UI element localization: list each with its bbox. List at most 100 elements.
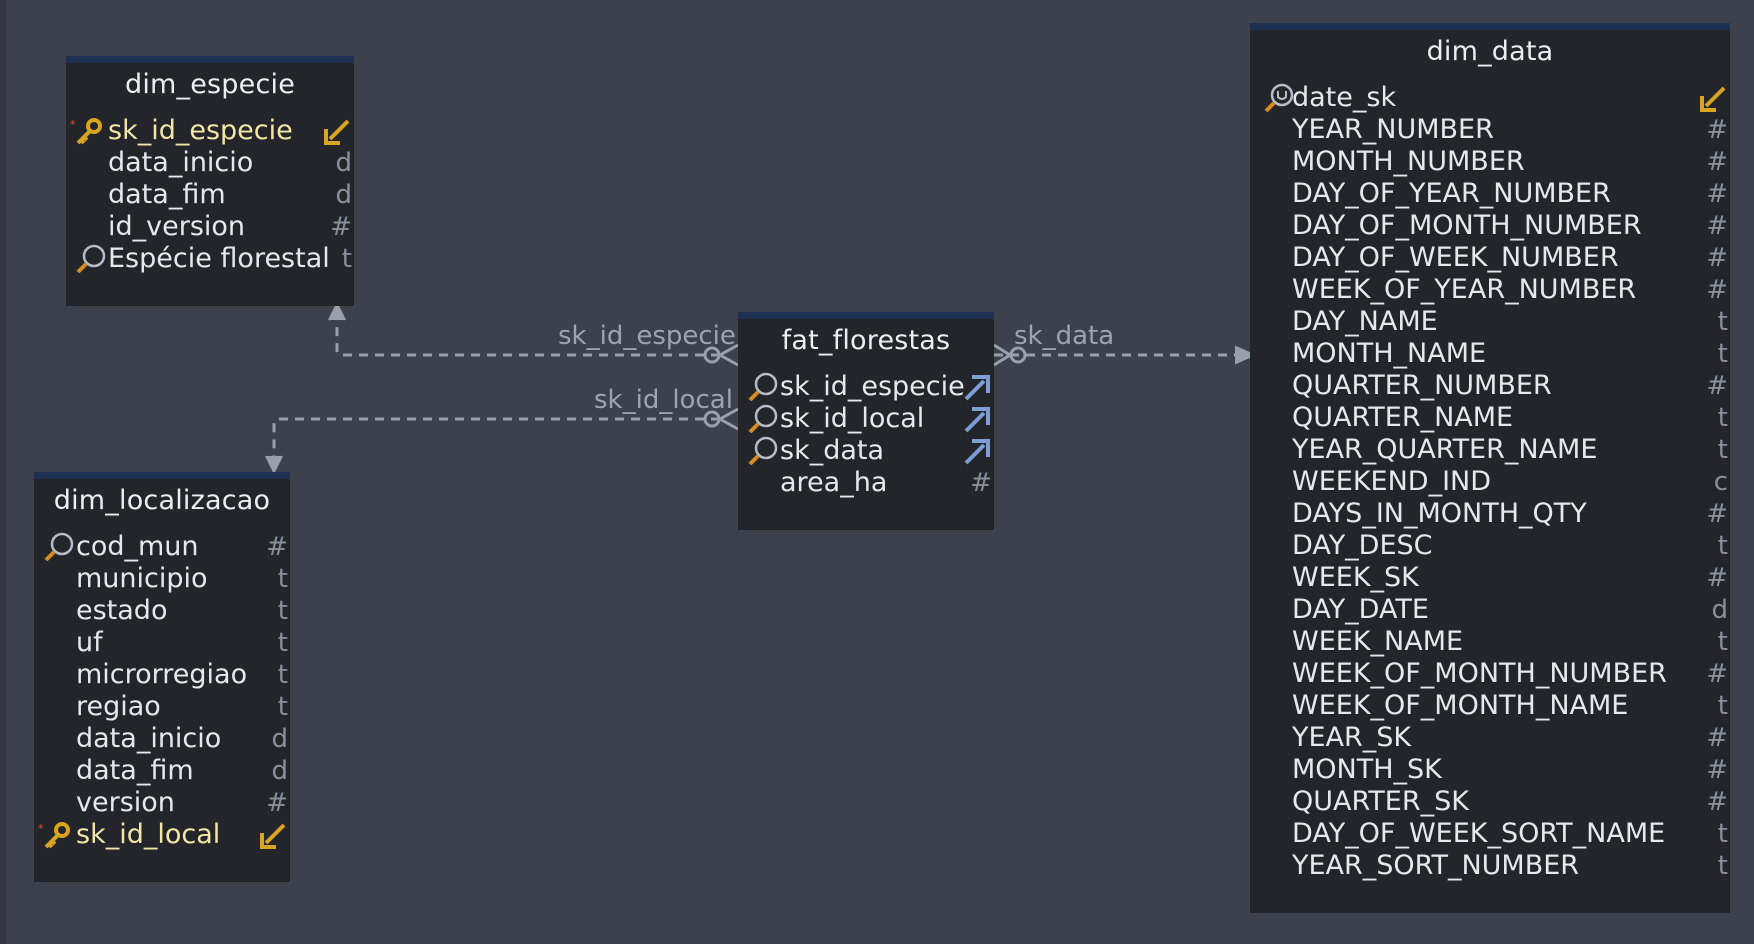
column-row[interactable]: municipio t (34, 563, 290, 595)
table-fat-florestas[interactable]: fat_florestas sk_id_especie sk_id_local (738, 312, 994, 530)
column-list: date_sk YEAR_NUMBER#MONTH_NUMBER#DAY_OF_… (1250, 74, 1730, 882)
column-row[interactable]: data_inicio d (66, 147, 354, 179)
column-row[interactable]: uf t (34, 627, 290, 659)
table-dim-especie[interactable]: dim_especie * sk_id_especie data_inicio … (66, 56, 354, 306)
column-type: d (1711, 595, 1728, 625)
column-type: # (1706, 147, 1728, 177)
column-type: # (330, 212, 352, 242)
column-row[interactable]: DAYS_IN_MONTH_QTY# (1250, 498, 1730, 530)
column-row[interactable]: data_fim d (66, 179, 354, 211)
relationship-sk-id-local[interactable]: sk_id_local (265, 385, 739, 475)
column-name: WEEK_SK (1292, 562, 1419, 593)
column-row[interactable]: sk_id_especie (738, 371, 994, 403)
column-type: # (1706, 275, 1728, 305)
column-name: WEEK_OF_MONTH_NAME (1292, 690, 1629, 721)
column-type: t (1717, 691, 1728, 721)
column-name: area_ha (780, 467, 888, 498)
column-type: # (1706, 371, 1728, 401)
column-row[interactable]: microrregiao t (34, 659, 290, 691)
column-row[interactable]: DAY_OF_MONTH_NUMBER# (1250, 210, 1730, 242)
column-row[interactable]: version # (34, 787, 290, 819)
index-icon (40, 531, 80, 563)
column-row[interactable]: estado t (34, 595, 290, 627)
svg-text:*: * (38, 822, 44, 835)
foreign-key-target-icon (258, 819, 288, 851)
column-row[interactable]: YEAR_NUMBER# (1250, 114, 1730, 146)
column-type: # (1706, 659, 1728, 689)
column-row[interactable]: * sk_id_local (34, 819, 290, 851)
column-row[interactable]: WEEK_SK# (1250, 562, 1730, 594)
table-dim-localizacao[interactable]: dim_localizacao cod_mun # municipio t es… (34, 472, 290, 882)
column-type: t (277, 692, 288, 722)
column-name: YEAR_SK (1292, 722, 1412, 753)
column-row[interactable]: MONTH_SK # (1250, 754, 1730, 786)
column-type: t (1717, 403, 1728, 433)
column-name: sk_id_especie (780, 371, 965, 402)
column-type: t (1717, 435, 1728, 465)
column-row[interactable]: DAY_OF_WEEK_NUMBER# (1250, 242, 1730, 274)
column-type: # (1706, 755, 1728, 785)
column-name: regiao (76, 691, 161, 722)
column-name: YEAR_QUARTER_NAME (1292, 434, 1598, 465)
column-name: WEEKEND_IND (1292, 466, 1492, 497)
column-type: # (970, 468, 992, 498)
column-type: d (335, 148, 352, 178)
column-list: cod_mun # municipio t estado t uf t micr… (34, 523, 290, 851)
column-row[interactable]: QUARTER_SK# (1250, 786, 1730, 818)
column-name: estado (76, 595, 168, 626)
column-row[interactable]: WEEK_OF_YEAR_NUMBER # (1250, 274, 1730, 306)
column-name: Espécie florestal (108, 243, 330, 274)
unique-key-icon (1260, 82, 1300, 114)
link-label-sk-id-especie: sk_id_especie (558, 321, 736, 351)
column-row[interactable]: Espécie florestal t (66, 243, 354, 275)
column-name: WEEK_OF_YEAR_NUMBER (1292, 274, 1637, 305)
column-name: MONTH_SK (1292, 754, 1442, 785)
link-label-sk-data: sk_data (1014, 321, 1114, 351)
column-row[interactable]: MONTH_NUMBER# (1250, 146, 1730, 178)
foreign-key-index-icon (744, 435, 784, 467)
column-row[interactable]: DAY_OF_YEAR_NUMBER# (1250, 178, 1730, 210)
column-name: DAY_OF_MONTH_NUMBER (1292, 210, 1642, 241)
column-name: QUARTER_NAME (1292, 402, 1514, 433)
column-name: DAY_OF_WEEK_NUMBER (1292, 242, 1619, 273)
column-type: # (266, 532, 288, 562)
column-row[interactable]: regiao t (34, 691, 290, 723)
column-name: data_fim (76, 755, 194, 786)
relationship-sk-id-especie[interactable]: sk_id_especie (328, 301, 739, 367)
column-type: t (277, 564, 288, 594)
column-name: WEEK_NAME (1292, 626, 1464, 657)
column-row[interactable]: QUARTER_NAME t (1250, 402, 1730, 434)
column-row[interactable]: id_version # (66, 211, 354, 243)
column-row[interactable]: YEAR_QUARTER_NAME t (1250, 434, 1730, 466)
column-row[interactable]: date_sk (1250, 82, 1730, 114)
column-row[interactable]: YEAR_SK# (1250, 722, 1730, 754)
column-type: d (271, 724, 288, 754)
index-icon (72, 243, 112, 275)
table-dim-data[interactable]: dim_data date_sk YEAR_NUMBER#MONTH_NUMBE… (1250, 23, 1730, 913)
column-row[interactable]: * sk_id_especie (66, 115, 354, 147)
column-row[interactable]: cod_mun # (34, 531, 290, 563)
column-row[interactable]: data_inicio d (34, 723, 290, 755)
link-label-sk-id-local: sk_id_local (594, 385, 733, 415)
column-row[interactable]: data_fim d (34, 755, 290, 787)
column-type: # (1706, 499, 1728, 529)
column-row[interactable]: area_ha # (738, 467, 994, 499)
column-row[interactable]: QUARTER_NUMBER# (1250, 370, 1730, 402)
column-name: microrregiao (76, 659, 248, 690)
relationship-sk-data[interactable]: sk_data (993, 321, 1257, 367)
column-row[interactable]: WEEK_OF_MONTH_NUMBER# (1250, 658, 1730, 690)
column-row[interactable]: sk_data (738, 435, 994, 467)
column-row[interactable]: WEEK_OF_MONTH_NAME t (1250, 690, 1730, 722)
column-row[interactable]: sk_id_local (738, 403, 994, 435)
column-list: sk_id_especie sk_id_local sk_data area_h… (738, 363, 994, 499)
foreign-key-target-icon (1698, 82, 1728, 114)
